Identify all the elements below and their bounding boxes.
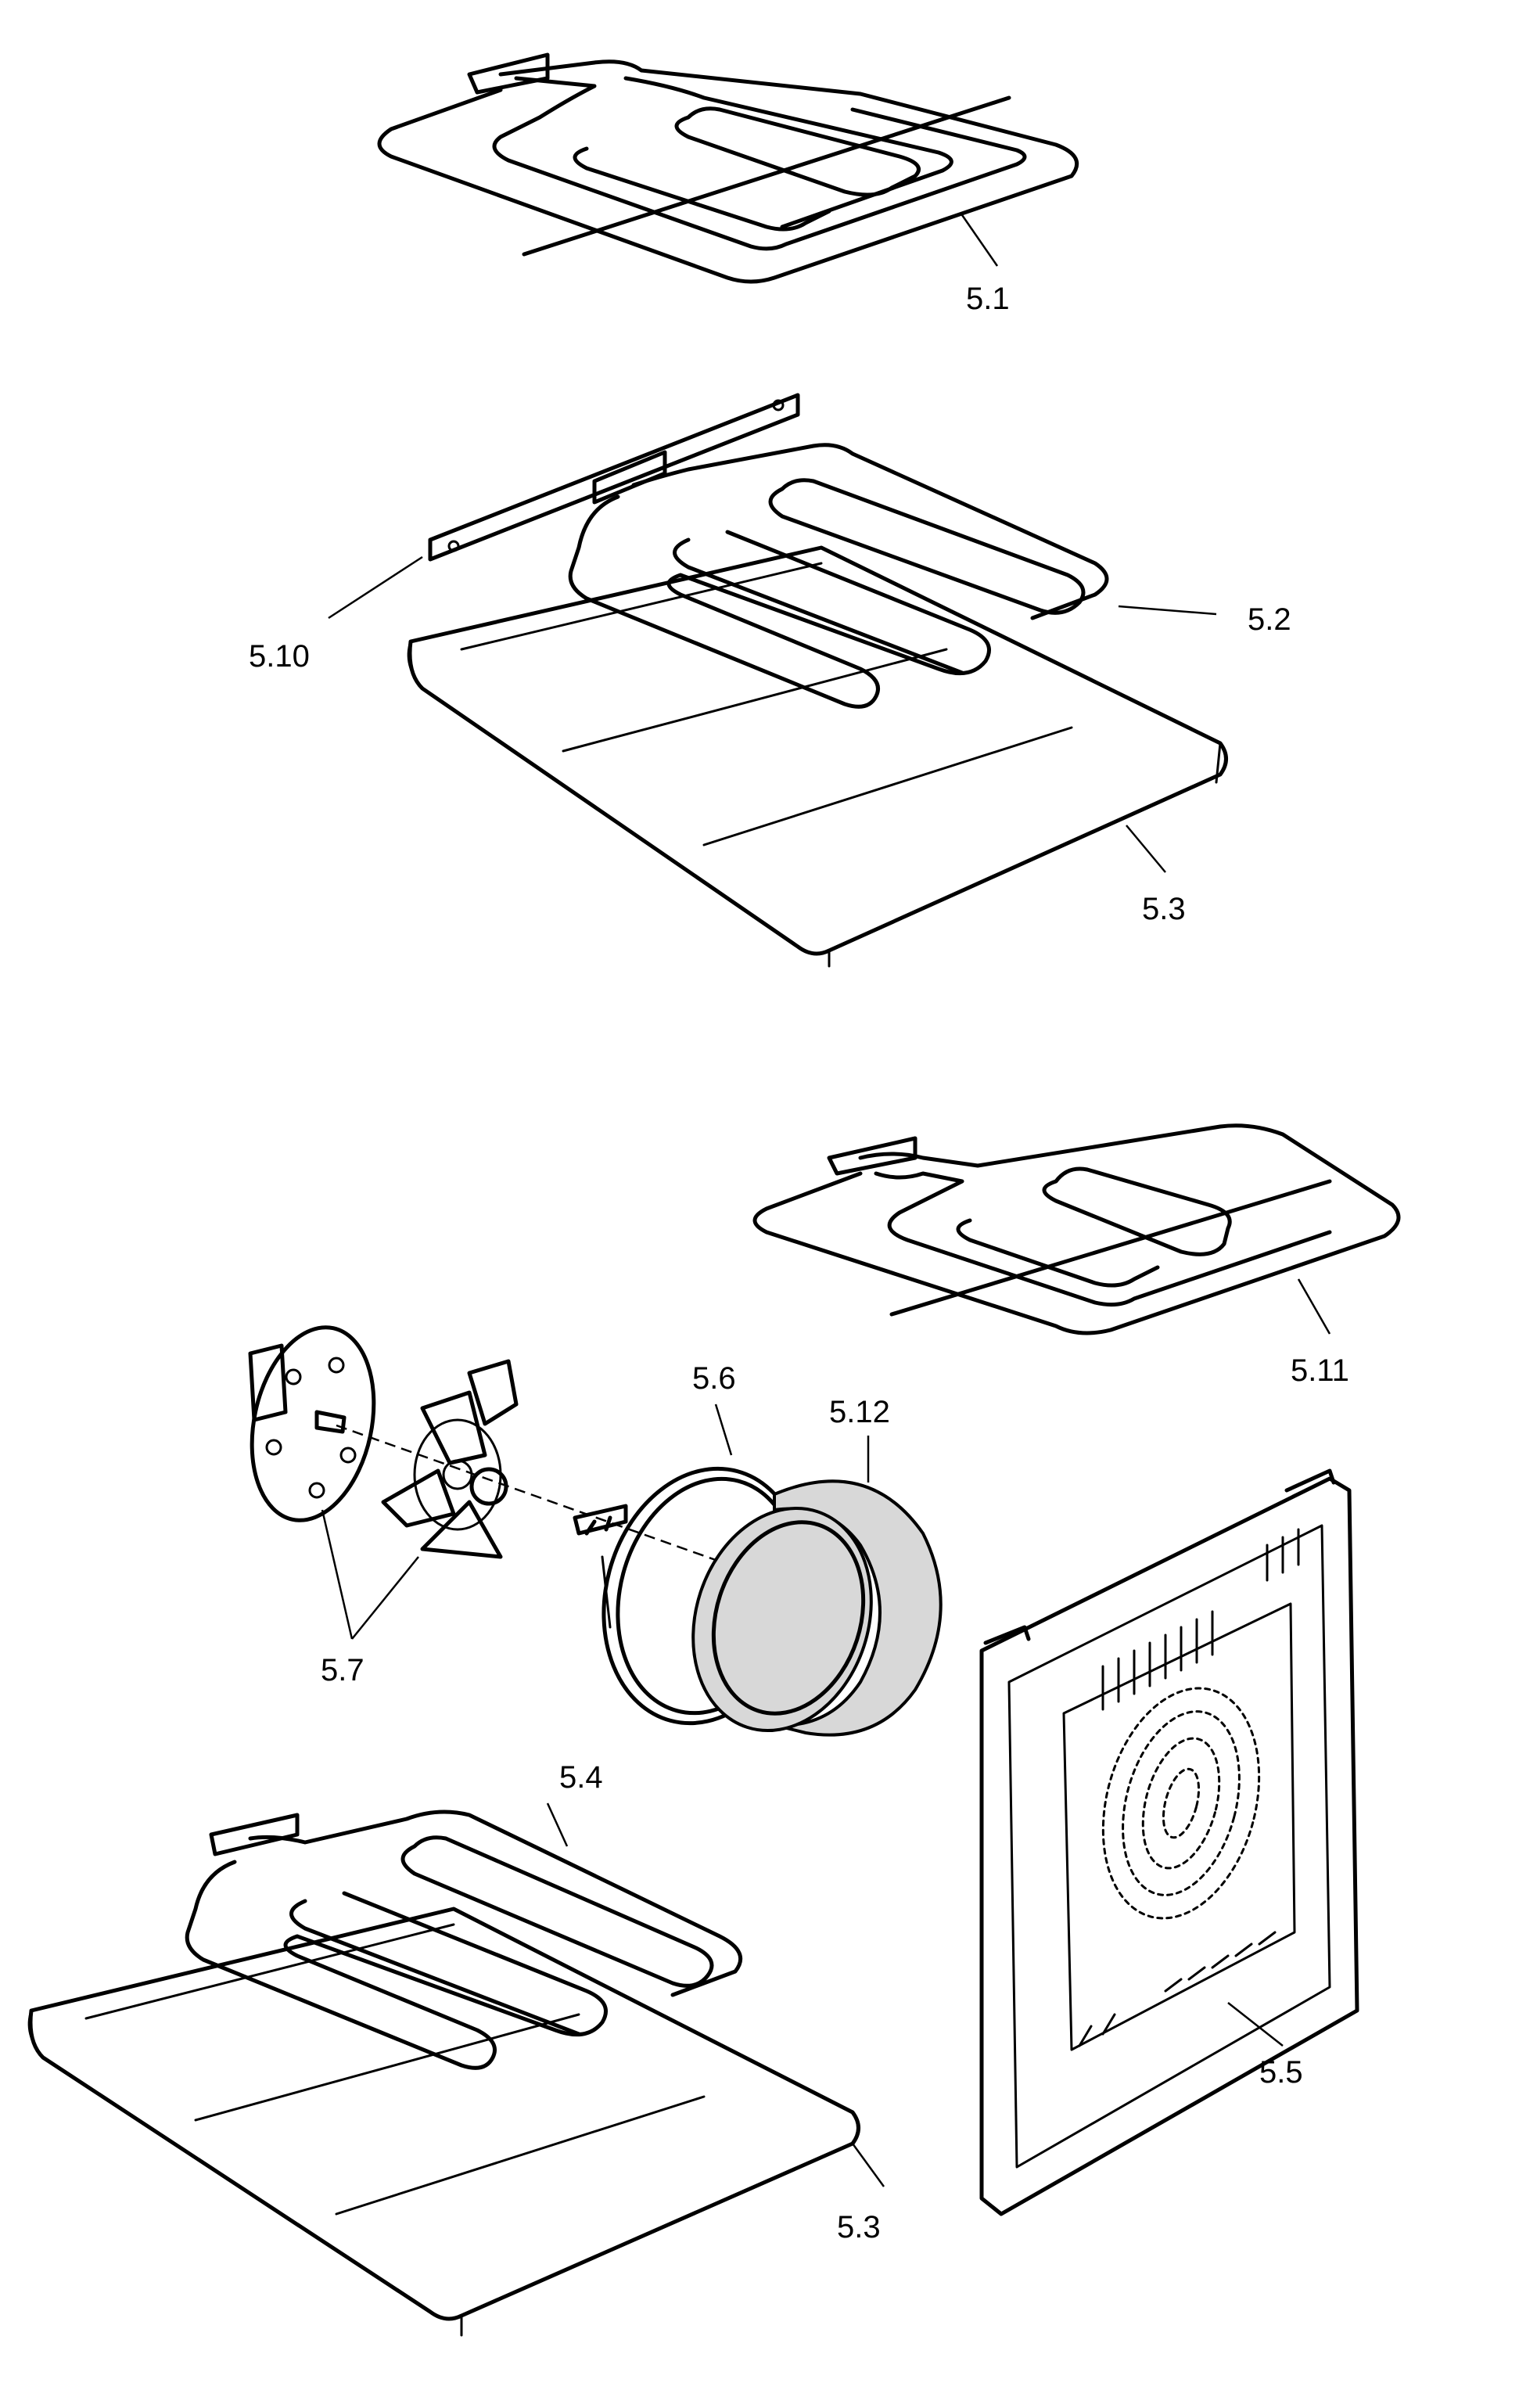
leader-5-7-a: [321, 1509, 354, 1640]
leader-5-2: [1118, 605, 1217, 616]
leader-5-11: [1297, 1278, 1331, 1335]
label-5-7: 5.7: [321, 1653, 364, 1687]
grill-element-5-11: [752, 1123, 1401, 1335]
leader-5-10: [328, 555, 423, 620]
bottom-element-5-2: [568, 443, 1109, 709]
floor-panel-5-3-upper: [407, 545, 1228, 968]
label-5-2: 5.2: [1248, 602, 1291, 637]
vent-slots-bottom: [1078, 1931, 1277, 2047]
perforation-grid: [1101, 1687, 1261, 1920]
grill-element-5-1: [377, 52, 1079, 284]
label-5-4: 5.4: [559, 1760, 603, 1795]
label-5-10: 5.10: [249, 639, 310, 674]
fan-motor-assembly-5-7: [248, 1325, 519, 1559]
leader-5-6: [714, 1403, 733, 1456]
fan-axis-line: [336, 1424, 752, 1574]
label-5-3-lower: 5.3: [837, 2210, 881, 2244]
mounting-bracket-5-10: [428, 393, 800, 562]
vent-slots-top: [1101, 1528, 1300, 1711]
leader-5-3-upper: [1126, 825, 1166, 873]
leader-5-7-b: [351, 1556, 419, 1640]
bottom-element-5-4: [185, 1810, 743, 2070]
back-panel-5-5: [979, 1468, 1359, 2216]
leader-5-3-lower: [851, 2143, 885, 2187]
leader-5-5: [1227, 2002, 1284, 2047]
insulation-ring-5-12: [691, 1479, 943, 1737]
floor-panel-5-3-lower: [27, 1907, 860, 2337]
label-5-6: 5.6: [692, 1361, 736, 1396]
label-5-11: 5.11: [1291, 1353, 1349, 1388]
leader-5-1: [959, 212, 999, 267]
label-5-1: 5.1: [966, 282, 1010, 316]
label-5-3-upper: 5.3: [1142, 892, 1186, 926]
label-5-12: 5.12: [829, 1395, 890, 1429]
leader-5-4: [546, 1802, 569, 1847]
label-5-5: 5.5: [1259, 2055, 1303, 2090]
